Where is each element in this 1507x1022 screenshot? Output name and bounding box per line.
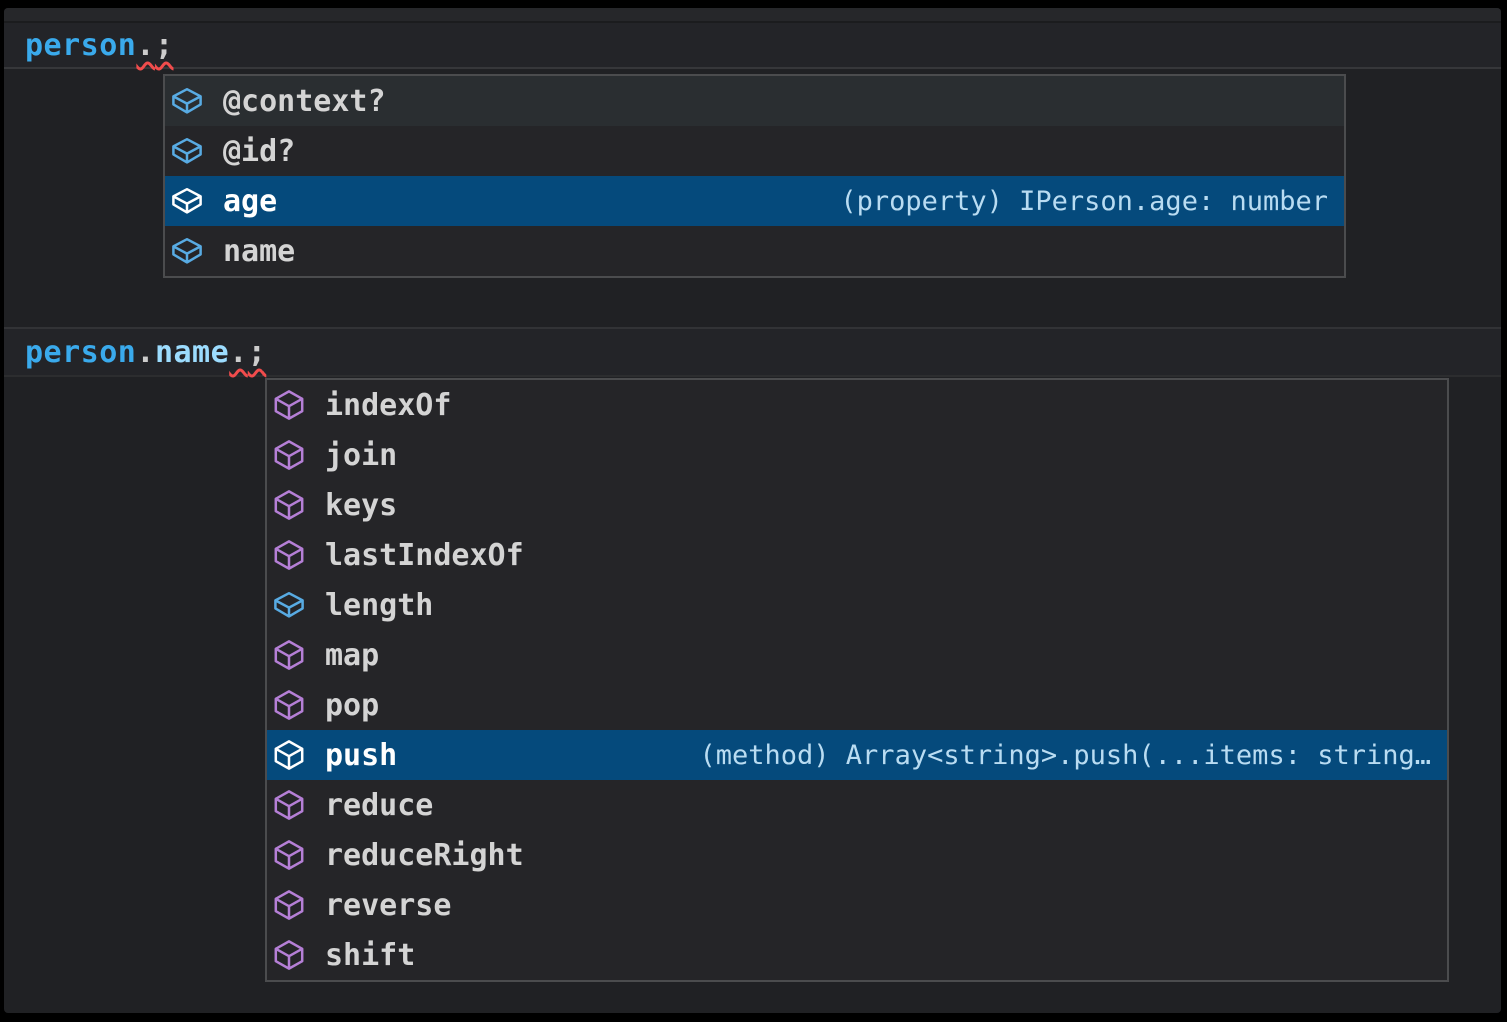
suggest-item-id[interactable]: @id? [165, 126, 1344, 176]
symbol-method-icon [273, 939, 305, 971]
code-token: person [25, 334, 137, 370]
symbol-method-icon [273, 639, 305, 671]
suggest-item-age[interactable]: age (property) IPerson.age: number [165, 176, 1344, 226]
suggest-item-join[interactable]: join [267, 430, 1447, 480]
symbol-method-icon [273, 789, 305, 821]
symbol-method-icon [273, 389, 305, 421]
suggest-item-label: length [325, 587, 434, 623]
code-token-error: . [229, 334, 248, 370]
suggest-item-name[interactable]: name [165, 226, 1344, 276]
suggest-item-detail: (property) IPerson.age: number [840, 185, 1328, 217]
suggest-item-label: @context? [223, 83, 386, 119]
suggest-item-keys[interactable]: keys [267, 480, 1447, 530]
suggest-widget-person-name: indexOf join keys lastIndexOf length map pop pu… [265, 378, 1449, 982]
code-line-person[interactable]: person.; [4, 23, 1501, 69]
symbol-method-icon [273, 889, 305, 921]
symbol-method-icon [273, 539, 305, 571]
suggest-item-reduce[interactable]: reduce [267, 780, 1447, 830]
suggest-item-label: @id? [223, 133, 296, 169]
symbol-field-icon [171, 235, 203, 267]
suggest-item-label: map [325, 637, 380, 673]
suggest-item-label: indexOf [325, 387, 452, 423]
suggest-item-lastindexof[interactable]: lastIndexOf [267, 530, 1447, 580]
suggest-item-push[interactable]: push (method) Array<string>.push(...items… [267, 730, 1447, 780]
suggest-item-label: lastIndexOf [325, 537, 524, 573]
suggest-widget-person: @context? @id? age (property) IPerson.age: … [163, 74, 1346, 278]
suggest-item-detail: (method) Array<string>.push(...items: st… [699, 739, 1432, 771]
suggest-item-label: name [223, 233, 296, 269]
suggest-item-reduceright[interactable]: reduceRight [267, 830, 1447, 880]
suggest-item-label: age [223, 183, 278, 219]
suggest-item-reverse[interactable]: reverse [267, 880, 1447, 930]
suggest-item-map[interactable]: map [267, 630, 1447, 680]
suggest-item-label: shift [325, 937, 416, 973]
symbol-field-icon [171, 135, 203, 167]
suggest-item-label: push [325, 737, 398, 773]
symbol-method-icon [273, 839, 305, 871]
suggest-item-label: reduce [325, 787, 434, 823]
suggest-item-label: keys [325, 487, 398, 523]
code-token: person [25, 27, 137, 63]
symbol-method-icon [273, 689, 305, 721]
suggest-item-indexof[interactable]: indexOf [267, 380, 1447, 430]
symbol-method-icon [273, 489, 305, 521]
editor-surface: person.; @context? @id? age (property) IPer… [4, 8, 1501, 1013]
code-token: . [136, 334, 155, 370]
symbol-field-icon [273, 589, 305, 621]
suggest-item-label: reduceRight [325, 837, 524, 873]
suggest-item-label: reverse [325, 887, 452, 923]
code-token-error: ; [247, 334, 267, 370]
code-token: name [154, 334, 230, 370]
code-line-person-name[interactable]: person.name.; [4, 327, 1501, 377]
suggest-item-context[interactable]: @context? [165, 76, 1344, 126]
symbol-field-icon [171, 85, 203, 117]
suggest-item-label: pop [325, 687, 380, 723]
code-token-error: . [136, 27, 155, 63]
suggest-item-pop[interactable]: pop [267, 680, 1447, 730]
code-token-error: ; [154, 27, 174, 63]
suggest-item-length[interactable]: length [267, 580, 1447, 630]
editor-empty-line-strip [4, 8, 1501, 23]
suggest-item-label: join [325, 437, 398, 473]
symbol-method-icon [273, 439, 305, 471]
symbol-field-icon [171, 185, 203, 217]
symbol-method-icon [273, 739, 305, 771]
suggest-item-shift[interactable]: shift [267, 930, 1447, 980]
